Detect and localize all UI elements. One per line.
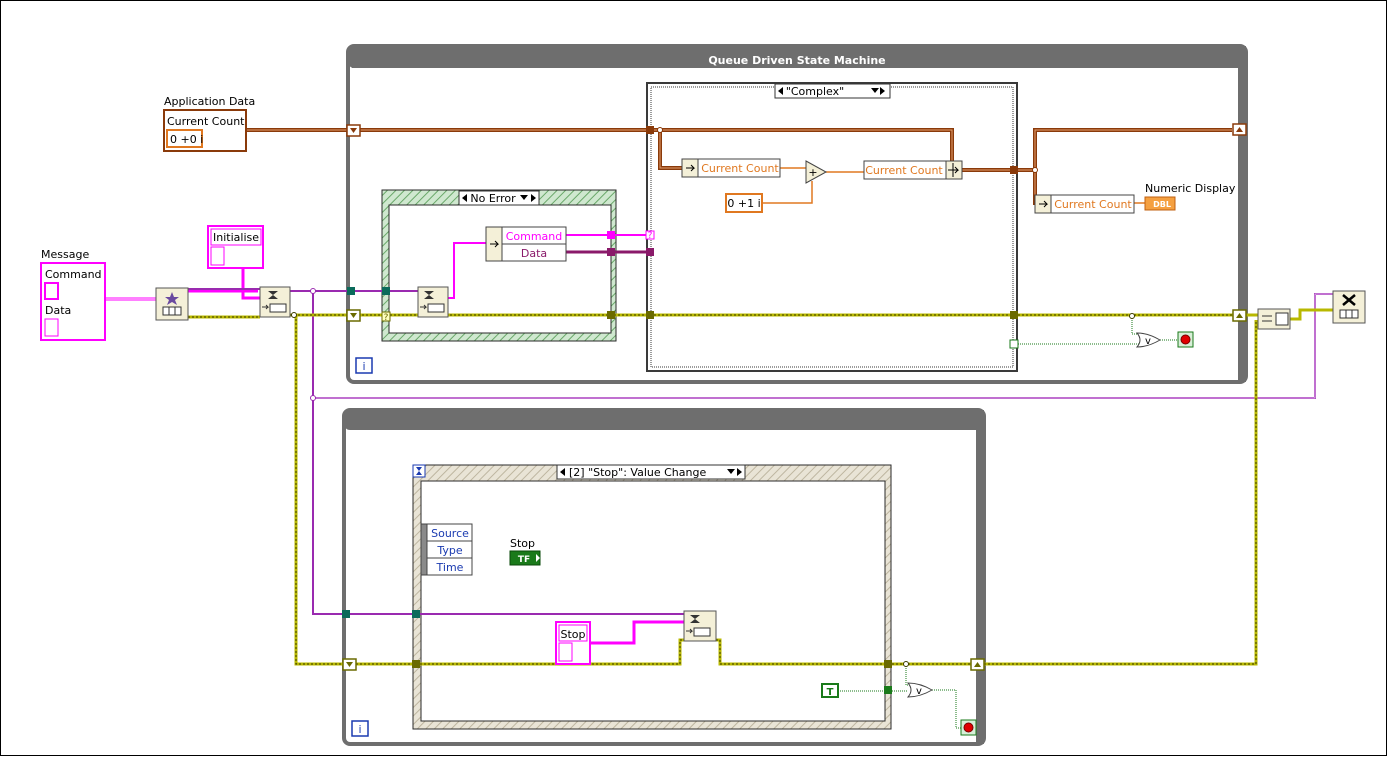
svg-text:i: i (358, 723, 361, 736)
case-string-question: ? (648, 231, 653, 241)
svg-text:[2] "Stop": Value Change: [2] "Stop": Value Change (569, 466, 706, 479)
unbundle-display-node[interactable] (1034, 194, 1135, 214)
unbundle-message-node[interactable] (485, 226, 567, 262)
unbundle-display-label: Current Count (1054, 198, 1132, 211)
svg-text:No Error: No Error (470, 192, 516, 205)
stop-boolean-type: TF (518, 555, 530, 565)
or-gate-2[interactable] (906, 682, 933, 698)
case-structure-no-error[interactable] (381, 189, 617, 342)
app-data-current-count-label: Current Count (167, 115, 245, 128)
complex-constant-value: 0 +1 i (727, 197, 760, 210)
numeric-display-label: Numeric Display (1145, 182, 1236, 195)
bundle-current-count-node[interactable] (863, 160, 963, 180)
wire-junctions (291, 127, 1135, 667)
or-gate-1-symbol: v (1145, 336, 1151, 347)
stop-string-wire (590, 620, 684, 645)
event-structure[interactable] (412, 464, 892, 730)
message-data-label: Data (45, 304, 71, 317)
unbundle-current-count-label: Current Count (701, 162, 779, 175)
enqueue-stop-node[interactable] (683, 610, 717, 642)
add-function[interactable]: + (805, 160, 828, 184)
unbundle-command-label: Command (506, 230, 563, 243)
case-structure-complex[interactable] (646, 82, 1018, 372)
dequeue-node[interactable] (417, 286, 449, 318)
svg-text:i: i (362, 360, 365, 373)
app-data-cluster-control[interactable] (163, 109, 247, 152)
event-type-label: Type (436, 544, 462, 557)
message-label: Message (41, 248, 89, 261)
message-cluster-control[interactable] (40, 262, 106, 341)
event-data-node[interactable] (420, 523, 473, 576)
boolean-wire (838, 316, 1178, 729)
true-constant-label: T (827, 687, 834, 698)
or-gate-2-symbol: v (916, 686, 922, 697)
complex-wire (762, 167, 1145, 204)
case-question-mark: ? (384, 313, 389, 323)
loop1-iteration-terminal: i (355, 357, 373, 374)
stop-boolean-terminal[interactable] (509, 550, 541, 566)
loop2-stop-terminal[interactable] (960, 719, 977, 736)
bundle-current-count-label: Current Count (865, 164, 943, 177)
case-selector-no-error[interactable]: No Error (458, 190, 540, 206)
initialise-constant[interactable] (207, 225, 264, 269)
svg-text:+: + (808, 166, 817, 179)
event-time-label: Time (436, 561, 464, 574)
message-command-label: Command (45, 268, 102, 281)
initialise-label: Initialise (213, 231, 259, 244)
svg-text:"Complex": "Complex" (786, 85, 844, 98)
loop1-stop-terminal[interactable] (1177, 331, 1194, 348)
true-constant[interactable] (821, 683, 839, 698)
numeric-display-indicator (1144, 196, 1176, 211)
stop-string-constant[interactable] (555, 621, 591, 665)
event-timeout-icon (412, 464, 426, 478)
app-data-label: Application Data (164, 95, 255, 108)
release-queue-node[interactable] (1257, 308, 1291, 330)
stop-terminal-label: Stop (510, 537, 535, 550)
loop2-iteration-terminal: i (351, 720, 369, 737)
event-selector[interactable]: [2] "Stop": Value Change (556, 464, 746, 480)
enqueue-node-1[interactable] (259, 286, 291, 318)
loop1-title: Queue Driven State Machine (708, 54, 885, 67)
case-selector-complex[interactable]: "Complex" (774, 83, 891, 99)
numeric-display-type: DBL (1153, 200, 1171, 209)
tunnel-markers (342, 123, 1247, 694)
destroy-queue-node[interactable] (1332, 290, 1366, 324)
complex-constant[interactable] (725, 193, 763, 213)
queue-wire-highlight (313, 293, 1333, 399)
app-data-complex-value: 0 +0 i (170, 133, 203, 146)
obtain-queue-node[interactable] (155, 287, 189, 321)
unbundle-data-label: Data (521, 247, 547, 260)
event-source-label: Source (431, 527, 469, 540)
unbundle-current-count-node[interactable] (681, 158, 781, 178)
or-gate-1[interactable] (1135, 332, 1161, 348)
stop-string-label: Stop (560, 628, 585, 641)
